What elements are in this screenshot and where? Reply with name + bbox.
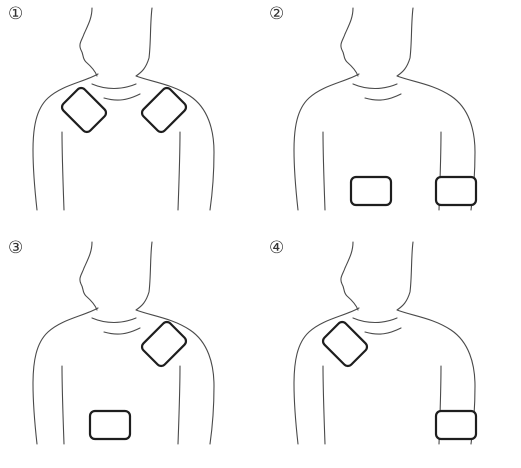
torso-outline: [104, 328, 140, 334]
panel-1: ①: [0, 0, 260, 234]
torso-outline: [104, 94, 140, 100]
torso-outline: [62, 132, 64, 210]
torso-outline: [178, 132, 180, 210]
electrode-pad-right-upper-chest: [140, 320, 188, 368]
torso-illustration: [0, 0, 260, 234]
torso-outline: [353, 318, 397, 323]
panel-label: ④: [269, 240, 284, 257]
electrode-pad-right-lower-abdomen: [436, 177, 476, 205]
torso-outline: [62, 366, 64, 444]
electrode-pad-left-upper-chest: [60, 86, 108, 134]
electrode-pad-left-lower-abdomen: [90, 411, 130, 439]
panel-4: ④: [261, 234, 521, 468]
panel-label: ②: [269, 6, 284, 23]
torso-outline: [341, 8, 358, 76]
torso-illustration: [0, 234, 260, 468]
panel-3: ③: [0, 234, 260, 468]
torso-outline: [323, 366, 325, 444]
torso-outline: [33, 308, 98, 444]
torso-illustration: [261, 0, 521, 234]
torso-outline: [341, 242, 358, 310]
panel-2: ②: [261, 0, 521, 234]
electrode-pad-right-lower-abdomen: [436, 411, 476, 439]
panel-label: ①: [8, 6, 23, 23]
torso-outline: [365, 328, 401, 334]
torso-outline: [178, 366, 180, 444]
panel-label: ③: [8, 240, 23, 257]
electrode-pad-right-upper-chest: [140, 86, 188, 134]
electrode-pad-left-upper-chest: [321, 320, 369, 368]
torso-outline: [92, 318, 136, 323]
torso-outline: [365, 94, 401, 100]
torso-outline: [80, 242, 97, 310]
electrode-pad-left-lower-abdomen: [351, 177, 391, 205]
torso-outline: [80, 8, 97, 76]
torso-illustration: [261, 234, 521, 468]
torso-outline: [353, 84, 397, 89]
torso-outline: [294, 74, 359, 210]
torso-outline: [92, 84, 136, 89]
torso-outline: [323, 132, 325, 210]
